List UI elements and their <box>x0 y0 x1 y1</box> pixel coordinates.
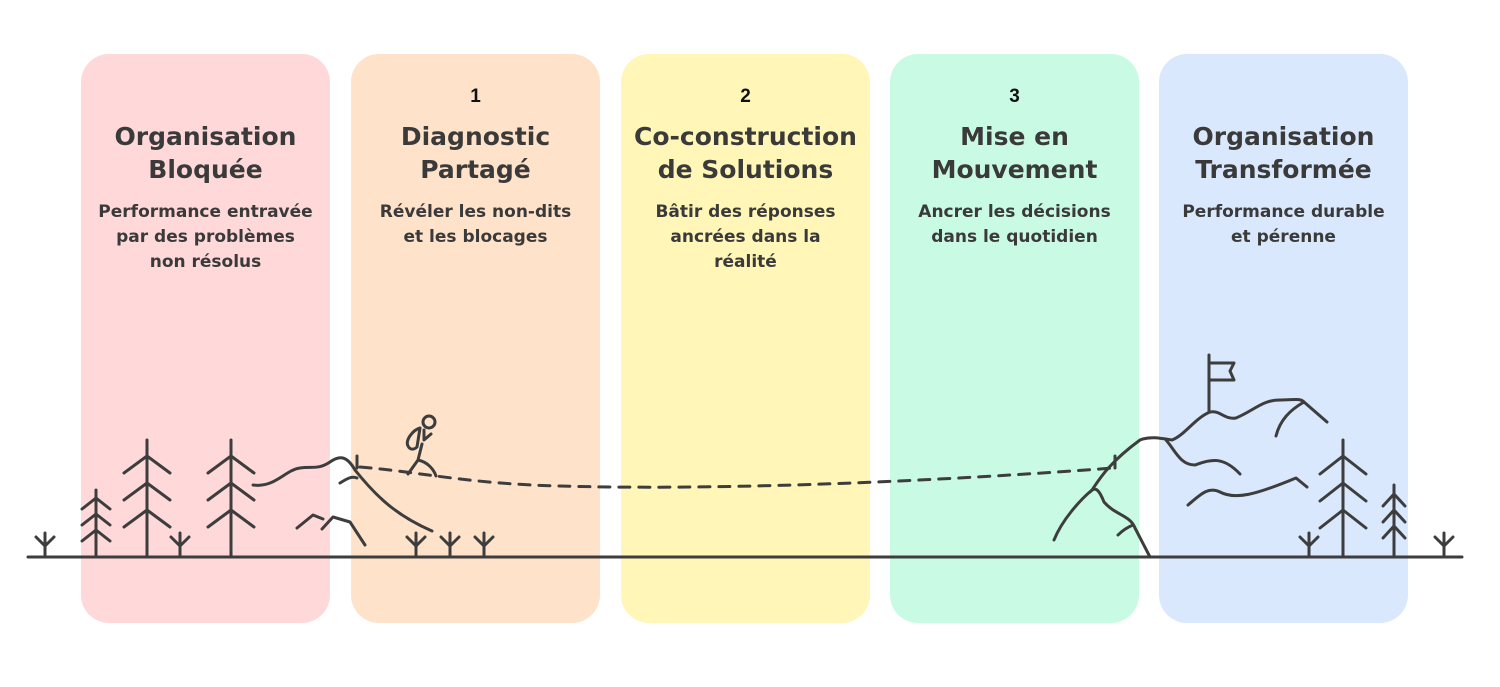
stage-title: Mise en Mouvement <box>931 122 1098 184</box>
stage-number: 3 <box>1009 86 1020 107</box>
stage-number: 2 <box>740 86 751 107</box>
stage-panel-blocked: Organisation Bloquée Performance entravé… <box>81 54 330 623</box>
stage-subtitle: Performance durable et pérenne <box>1182 202 1385 247</box>
stage-subtitle: Bâtir des réponses ancrées dans la réali… <box>655 202 836 272</box>
grass-icon <box>34 531 1455 559</box>
stage-title: Organisation Transformée <box>1192 122 1375 184</box>
stage-subtitle: Révéler les non-dits et les blocages <box>379 202 572 247</box>
stage-panel-movement: 3 Mise en Mouvement Ancrer les décisions… <box>890 54 1139 623</box>
stage-panel-diagnostic: 1 Diagnostic Partagé Révéler les non-dit… <box>351 54 600 623</box>
stage-subtitle: Ancrer les décisions dans le quotidien <box>918 202 1111 247</box>
stage-subtitle: Performance entravée par des problèmes n… <box>98 202 313 272</box>
flag-icon <box>1207 353 1236 414</box>
left-mountain <box>251 454 434 547</box>
stage-number: 1 <box>470 86 481 107</box>
pine-tree-icon <box>80 438 1407 559</box>
summit-mountain <box>1052 353 1329 559</box>
stage-panel-coconstruction: 2 Co-construction de Solutions Bâtir des… <box>621 54 870 623</box>
journey-path <box>358 465 1115 489</box>
stage-title: Diagnostic Partagé <box>400 122 551 184</box>
hiker-icon <box>405 414 438 478</box>
stage-title: Organisation Bloquée <box>114 122 297 184</box>
stage-title: Co-construction de Solutions <box>634 122 857 184</box>
